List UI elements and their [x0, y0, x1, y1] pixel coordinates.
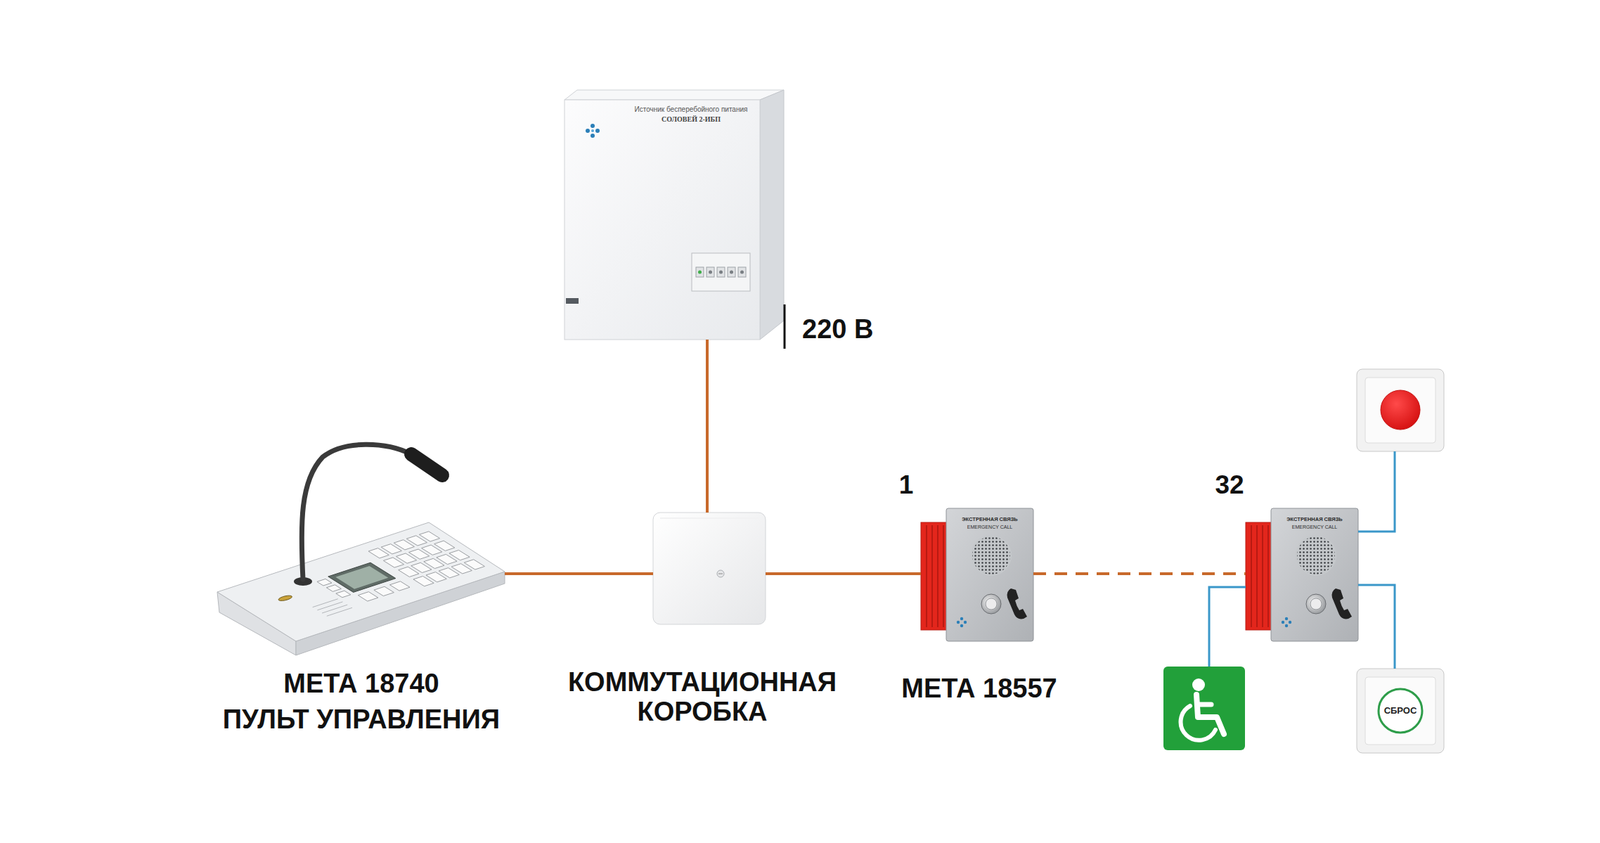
ups-cabinet-drawing	[738, 267, 746, 277]
console-drawing	[411, 454, 443, 476]
console-drawing	[317, 578, 332, 586]
panel-inscription: ЭКСТРЕННАЯ СВЯЗЬ	[948, 516, 1032, 524]
callout-number: 32	[1201, 469, 1258, 501]
cable	[1358, 584, 1395, 669]
device-inscription: СОЛОВЕЙ 2-ИБП	[627, 115, 755, 124]
reset-button-drawing	[1356, 668, 1444, 753]
signal-wire	[1209, 586, 1246, 667]
ups-cabinet: Источник бесперебойного питанияСОЛОВЕЙ 2…	[564, 89, 784, 340]
console-drawing	[463, 559, 485, 570]
cable	[765, 572, 921, 576]
ups-cabinet-drawing	[706, 267, 715, 277]
ups-cabinet-drawing	[591, 129, 595, 133]
ups-cabinet-drawing	[585, 128, 590, 133]
ups-cabinet-drawing	[691, 253, 751, 292]
ups-cabinet-drawing	[717, 267, 725, 277]
intercom-panel: 32ЭКСТРЕННАЯ СВЯЗЬEMERGENCY CALL	[1245, 508, 1359, 642]
voltage-label: 220 В	[802, 313, 874, 346]
cable	[705, 339, 709, 513]
device-caption: КОММУТАЦИОННАЯ КОРОБКА	[547, 667, 857, 727]
wheelchair-sign-drawing	[1163, 666, 1245, 751]
call-button-drawing	[1356, 369, 1444, 452]
console-drawing	[373, 586, 394, 596]
device-caption: МЕТА 18740	[192, 667, 531, 701]
console-drawing	[434, 540, 455, 551]
console-drawing	[258, 531, 486, 623]
ups-cabinet-drawing	[595, 128, 600, 133]
ups-cabinet-drawing	[727, 267, 736, 277]
junction-box-drawing	[718, 573, 723, 575]
ups-cabinet-drawing	[729, 270, 734, 275]
call-button-drawing	[1380, 390, 1421, 430]
ups-cabinet-drawing	[585, 123, 600, 138]
button-text: СБРОС	[1380, 705, 1421, 717]
panel-inscription: EMERGENCY CALL	[948, 524, 1032, 531]
console-drawing	[312, 598, 339, 608]
ups-cabinet-drawing	[695, 267, 704, 277]
cable	[1033, 572, 1246, 576]
console-drawing	[449, 549, 470, 560]
junction-box: КОММУТАЦИОННАЯ КОРОБКА	[653, 512, 766, 625]
ups-cabinet-drawing	[719, 270, 723, 275]
console-drawing	[317, 601, 343, 611]
console-drawing	[301, 444, 412, 580]
junction-box-drawing	[717, 570, 725, 578]
mains-line	[783, 304, 786, 349]
console-drawing	[389, 581, 410, 591]
console-drawing	[357, 591, 378, 602]
ups-cabinet-drawing	[708, 270, 713, 275]
console-drawing	[336, 590, 351, 598]
ups-cabinet-drawing	[564, 89, 784, 340]
ups-cabinet-drawing	[698, 270, 702, 275]
device-caption: МЕТА 18557	[866, 672, 1092, 706]
console-drawing	[217, 522, 505, 642]
wheelchair-sign-drawing	[1192, 678, 1205, 692]
wheelchair-sign-drawing	[1163, 666, 1245, 751]
wheelchair-sign-drawing	[1197, 702, 1212, 708]
ups-cabinet-drawing	[565, 298, 579, 304]
panel-inscription: EMERGENCY CALL	[1273, 524, 1357, 531]
console-drawing	[326, 584, 341, 592]
cable	[504, 572, 654, 576]
junction-box-drawing	[653, 512, 766, 625]
call-button-drawing	[1356, 369, 1444, 452]
ups-cabinet-drawing	[759, 89, 784, 340]
console-drawing	[276, 594, 294, 602]
ups-cabinet-drawing	[590, 133, 595, 138]
wheelchair-sign-drawing	[1181, 705, 1216, 741]
ups-cabinet-drawing	[740, 270, 744, 275]
call-button-drawing	[1365, 377, 1436, 443]
reset-button: СБРОС	[1356, 668, 1444, 753]
intercom-panel-drawing	[920, 508, 1034, 642]
callout-number: 1	[881, 469, 931, 501]
ups-cabinet-drawing	[590, 123, 595, 128]
console-drawing	[321, 604, 348, 614]
signal-wire	[1358, 451, 1395, 532]
intercom-panel: 1ЭКСТРЕННАЯ СВЯЗЬEMERGENCY CALLМЕТА 1855…	[920, 508, 1034, 642]
intercom-panel-drawing	[1245, 508, 1359, 642]
device-caption: ПУЛЬТ УПРАВЛЕНИЯ	[192, 703, 531, 737]
control-console: МЕТА 18740ПУЛЬТ УПРАВЛЕНИЯ	[217, 438, 505, 656]
console-drawing	[418, 531, 440, 542]
device-inscription: Источник бесперебойного питания	[627, 105, 755, 114]
junction-box-drawing	[660, 517, 759, 519]
console-drawing	[326, 607, 353, 616]
reset-button-drawing	[1378, 688, 1423, 733]
panel-inscription: ЭКСТРЕННАЯ СВЯЗЬ	[1273, 516, 1357, 524]
reset-button-drawing	[1365, 676, 1436, 745]
ups-cabinet-drawing	[564, 89, 784, 100]
wheelchair-sign-drawing	[1196, 694, 1224, 734]
console-drawing	[217, 444, 505, 656]
ups-cabinet-drawing	[564, 99, 760, 340]
junction-box-drawing	[653, 512, 766, 625]
console-drawing	[335, 565, 389, 590]
reset-button-drawing	[1356, 668, 1444, 753]
